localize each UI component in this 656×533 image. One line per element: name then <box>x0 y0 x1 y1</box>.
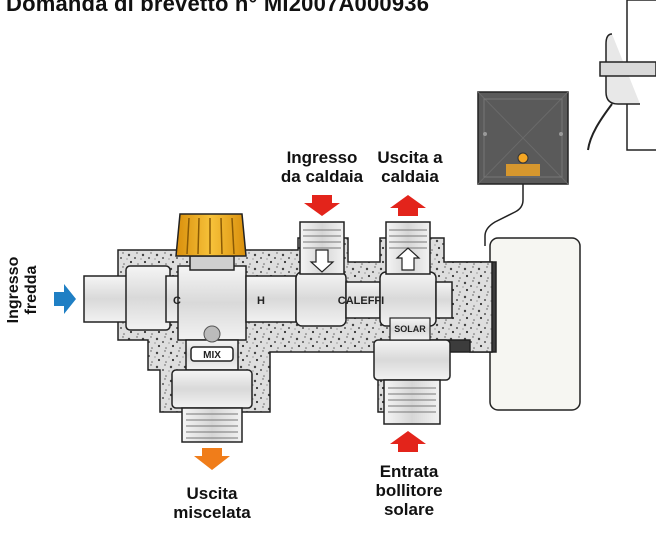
cold-marking: C <box>173 295 181 307</box>
mixing-valve-body <box>175 213 247 371</box>
boiler-inflow-arrow <box>304 195 340 216</box>
solar-inlet-fitting <box>373 317 451 425</box>
hot-marking: H <box>257 295 265 307</box>
mixed-outflow-arrow <box>194 448 230 470</box>
manifold-pipe <box>245 271 453 327</box>
svg-text:Ingresso: Ingresso <box>5 256 22 323</box>
svg-text:fredda: fredda <box>23 265 40 314</box>
boiler-inlet-port <box>299 221 345 275</box>
boiler-outflow-arrow <box>390 195 426 216</box>
pipe-sensor <box>587 0 656 151</box>
solar-inflow-arrow <box>390 431 426 452</box>
cold-inlet-fitting <box>83 265 185 331</box>
solar-marking: SOLAR <box>394 324 426 334</box>
brand-marking: CALEFFI <box>338 295 384 307</box>
cold-inflow-arrow <box>54 284 76 314</box>
mix-marking: MIX <box>203 350 221 361</box>
label-ingresso-fredda: Ingresso fredda <box>5 256 40 323</box>
page-title: Domanda di brevetto n° MI2007A000936 <box>6 0 430 16</box>
controller-unit <box>477 91 569 246</box>
mixed-outlet-fitting <box>171 369 253 443</box>
boiler-outlet-port <box>385 221 431 275</box>
